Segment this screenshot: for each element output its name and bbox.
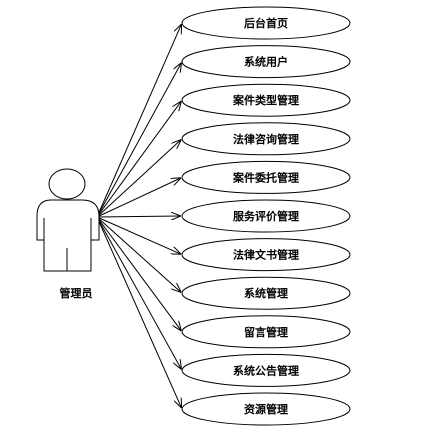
use-case-5: 案件委托管理 [181,160,351,194]
actor-head [48,168,86,200]
use-case-label: 服务评价管理 [233,209,299,223]
use-case-label: 法律咨询管理 [233,132,299,146]
use-case-label: 系统公告管理 [233,363,299,377]
use-case-label: 后台首页 [244,16,288,30]
association-line [96,216,181,292]
association-line [96,216,181,407]
use-case-ellipse [181,392,351,426]
use-case-4: 法律咨询管理 [181,122,351,156]
association-line [96,216,180,217]
use-case-label: 案件委托管理 [232,170,299,184]
use-case-11: 资源管理 [181,392,351,426]
association-line [96,216,181,369]
use-case-label: 系统用户 [244,55,288,69]
actor-administrator: 管理员 [36,168,100,300]
association-line [96,216,181,330]
use-case-label: 留言管理 [244,325,288,339]
association-line [96,63,181,218]
use-case-ellipse [181,238,351,272]
use-case-ellipse [181,199,351,233]
use-case-10: 系统公告管理 [181,353,351,387]
use-case-9: 留言管理 [181,315,351,349]
use-case-ellipse [181,315,351,349]
use-case-ellipse [181,122,351,156]
use-case-ellipse [181,160,351,194]
use-case-3: 案件类型管理 [181,83,351,117]
use-case-label: 资源管理 [244,402,288,416]
use-case-7: 法律文书管理 [181,238,351,272]
actor-label: 管理员 [60,286,93,300]
use-case-2: 系统用户 [181,45,351,79]
use-case-ellipse [181,45,351,79]
association-line [96,140,181,218]
use-case-ellipse [181,6,351,40]
use-case-label: 案件类型管理 [232,93,299,107]
use-case-8: 系统管理 [181,276,351,310]
use-case-ellipse [181,276,351,310]
use-case-ellipse [181,83,351,117]
association-line [96,178,180,218]
use-case-ellipse [181,353,351,387]
actor-body [36,199,100,272]
use-case-label: 法律文书管理 [233,248,299,262]
associations-group [96,25,181,407]
use-case-1: 后台首页 [181,6,351,40]
association-line [96,216,180,254]
use-case-6: 服务评价管理 [181,199,351,233]
use-cases-group: 后台首页系统用户案件类型管理法律咨询管理案件委托管理服务评价管理法律文书管理系统… [181,6,351,426]
association-line [96,25,181,218]
association-line [96,102,181,218]
use-case-label: 系统管理 [244,286,288,300]
